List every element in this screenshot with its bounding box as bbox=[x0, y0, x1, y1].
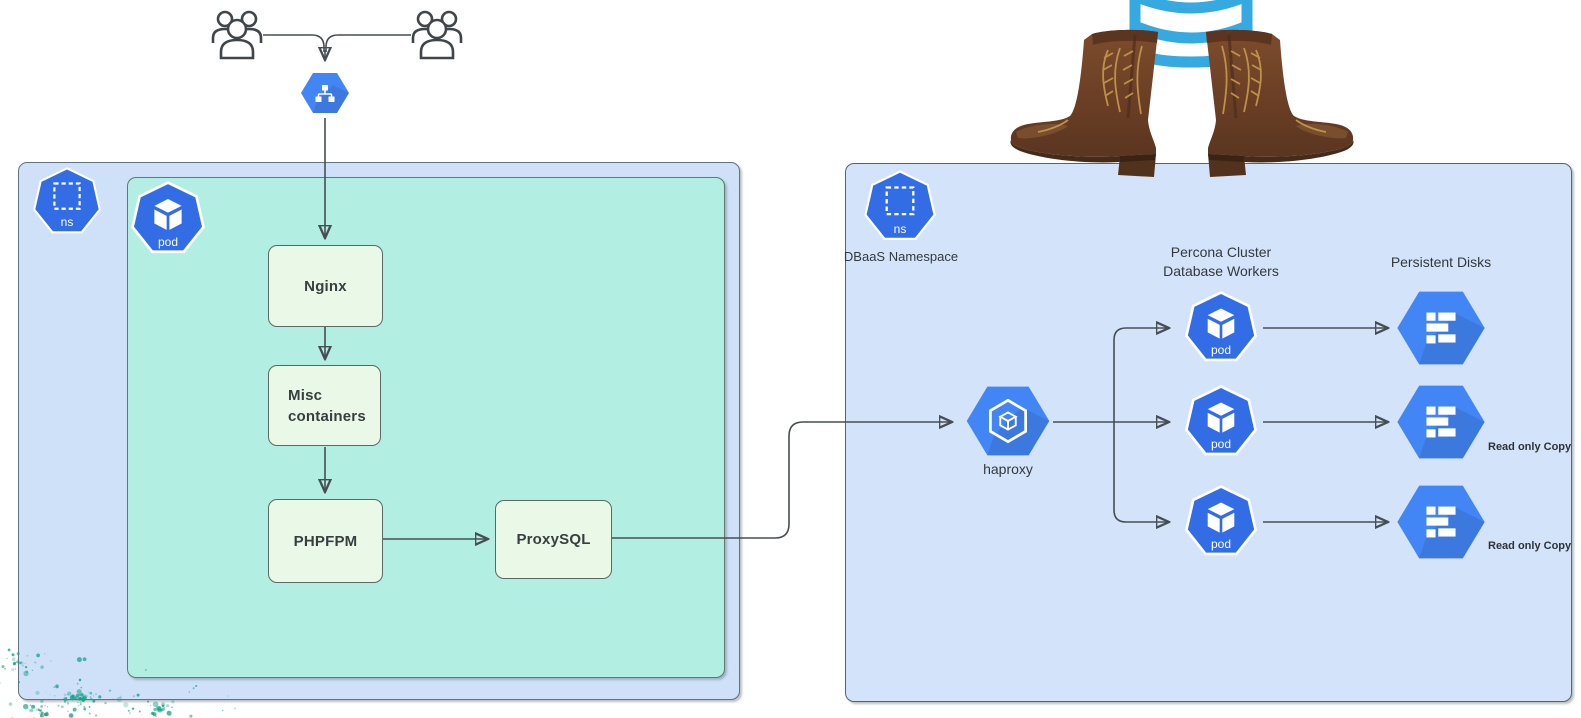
k8s-pod-icon: pod bbox=[1181, 289, 1261, 367]
k8s-pod-icon: pod bbox=[128, 179, 208, 259]
namespace-badge-label: ns bbox=[893, 222, 907, 236]
node-phpfpm: PHPFPM bbox=[268, 499, 383, 583]
node-nginx: Nginx bbox=[268, 245, 383, 327]
persistent-disk-icon bbox=[1395, 482, 1487, 562]
read-only-caption: Read only Copy bbox=[1488, 441, 1572, 453]
pod-badge-label: pod bbox=[1210, 537, 1232, 551]
dbaas-namespace-caption: DBaaS Namespace bbox=[843, 249, 959, 264]
persistent-disk-icon bbox=[1395, 288, 1487, 368]
node-proxysql: ProxySQL bbox=[495, 500, 612, 579]
workers-title-line1: Percona Cluster bbox=[1170, 244, 1272, 260]
pod-badge-label: pod bbox=[157, 235, 179, 249]
user-group-icon bbox=[411, 8, 463, 62]
k8s-pod-icon: pod bbox=[1181, 483, 1261, 561]
network-hexagon-icon bbox=[300, 70, 350, 116]
pod-badge-label: pod bbox=[1210, 437, 1232, 451]
database-cylinder-icon bbox=[1125, 0, 1257, 81]
namespace-badge-label: ns bbox=[60, 215, 74, 229]
pod-badge-label: pod bbox=[1210, 343, 1232, 357]
gke-hexagon-icon bbox=[965, 383, 1051, 459]
workers-title: Percona Cluster Database Workers bbox=[1141, 243, 1301, 281]
users-right-line bbox=[325, 34, 411, 52]
haproxy-caption: haproxy bbox=[983, 461, 1033, 477]
user-group-icon bbox=[211, 8, 263, 62]
persistent-disk-icon bbox=[1395, 382, 1487, 462]
users-left-line bbox=[263, 34, 325, 52]
disks-title: Persistent Disks bbox=[1390, 254, 1492, 270]
workers-title-line2: Database Workers bbox=[1163, 263, 1279, 279]
read-only-caption: Read only Copy bbox=[1488, 540, 1572, 552]
node-misc-containers: Misc containers bbox=[268, 365, 381, 446]
app-pod-box bbox=[127, 177, 725, 678]
k8s-namespace-icon: ns bbox=[30, 165, 104, 239]
k8s-namespace-icon: ns bbox=[861, 168, 939, 246]
k8s-pod-icon: pod bbox=[1181, 383, 1261, 461]
node-misc-label: Misc containers bbox=[288, 386, 366, 425]
